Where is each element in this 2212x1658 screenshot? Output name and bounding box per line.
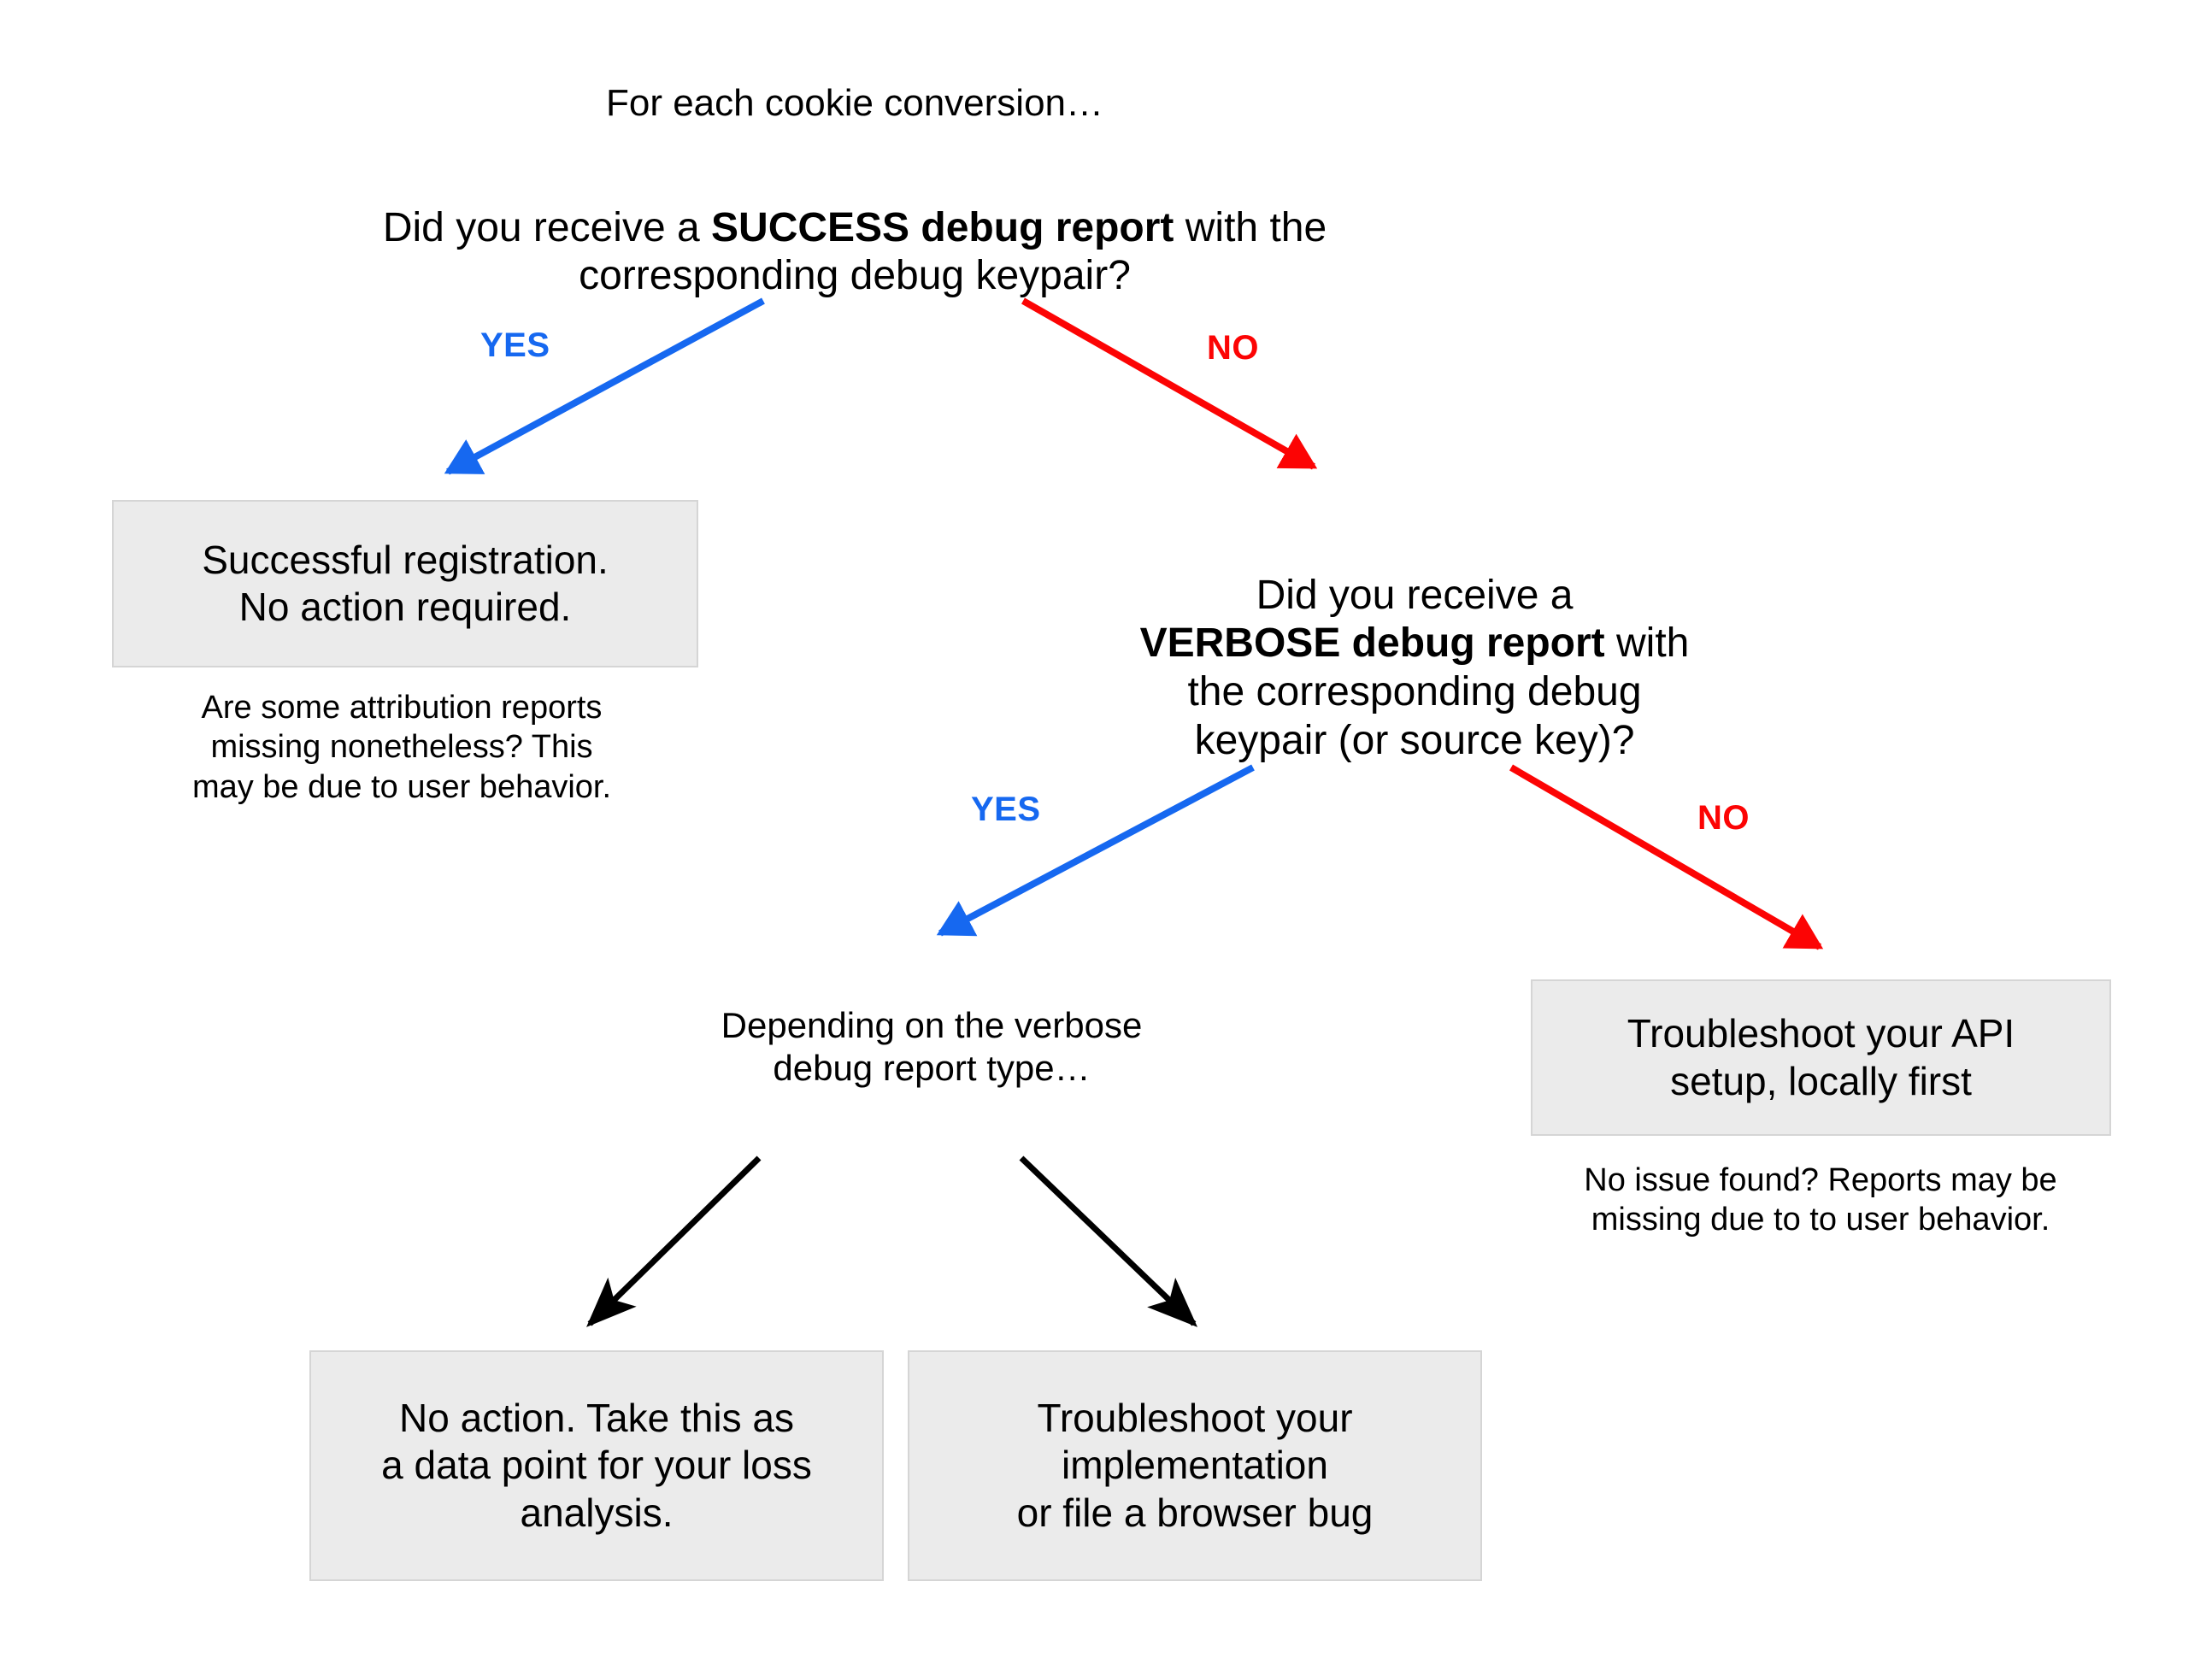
box-troubleshoot-api-setup[interactable]: Troubleshoot your API setup, locally fir… (1531, 979, 2111, 1136)
edge-label-yes-1: YES (480, 326, 550, 364)
question-2-root: Did you receive a VERBOSE debug report w… (983, 523, 1846, 765)
caption-verbose-report-type: Depending on the verbose debug report ty… (721, 1005, 1143, 1089)
question-2-emphasis: VERBOSE debug report (1139, 620, 1605, 667)
edge-q1-no (1021, 297, 1318, 470)
question-1-emphasis: SUCCESS debug report (711, 204, 1174, 250)
edge-label-no-2: NO (1697, 799, 1750, 837)
edge-label-yes-2: YES (971, 791, 1041, 828)
question-1-text-part1: Did you receive a (382, 204, 712, 250)
note-no-issue-found: No issue found? Reports may be missing d… (1584, 1162, 2057, 1238)
box-no-action-loss-analysis[interactable]: No action. Take this as a data point for… (309, 1350, 884, 1581)
box-troubleshoot-implementation[interactable]: Troubleshoot your implementation or file… (908, 1350, 1482, 1581)
edge-q2-no (1509, 764, 1824, 950)
edge-type-right (1019, 1155, 1198, 1327)
edge-label-no-1: NO (1207, 329, 1259, 367)
question-2-text-part2: with the corresponding debug keypair (or… (1187, 620, 1690, 763)
box-successful-registration[interactable]: Successful registration. No action requi… (112, 500, 698, 667)
question-2-text-part1: Did you receive a (1256, 572, 1574, 618)
page-title: For each cookie conversion… (605, 82, 1104, 124)
question-1-root: Did you receive a SUCCESS debug report w… (282, 156, 1427, 301)
question-1-text-part2: with the corresponding debug keypair? (579, 204, 1327, 299)
edge-type-left (586, 1155, 762, 1327)
note-attribution-reports: Are some attribution reports missing non… (191, 690, 612, 805)
